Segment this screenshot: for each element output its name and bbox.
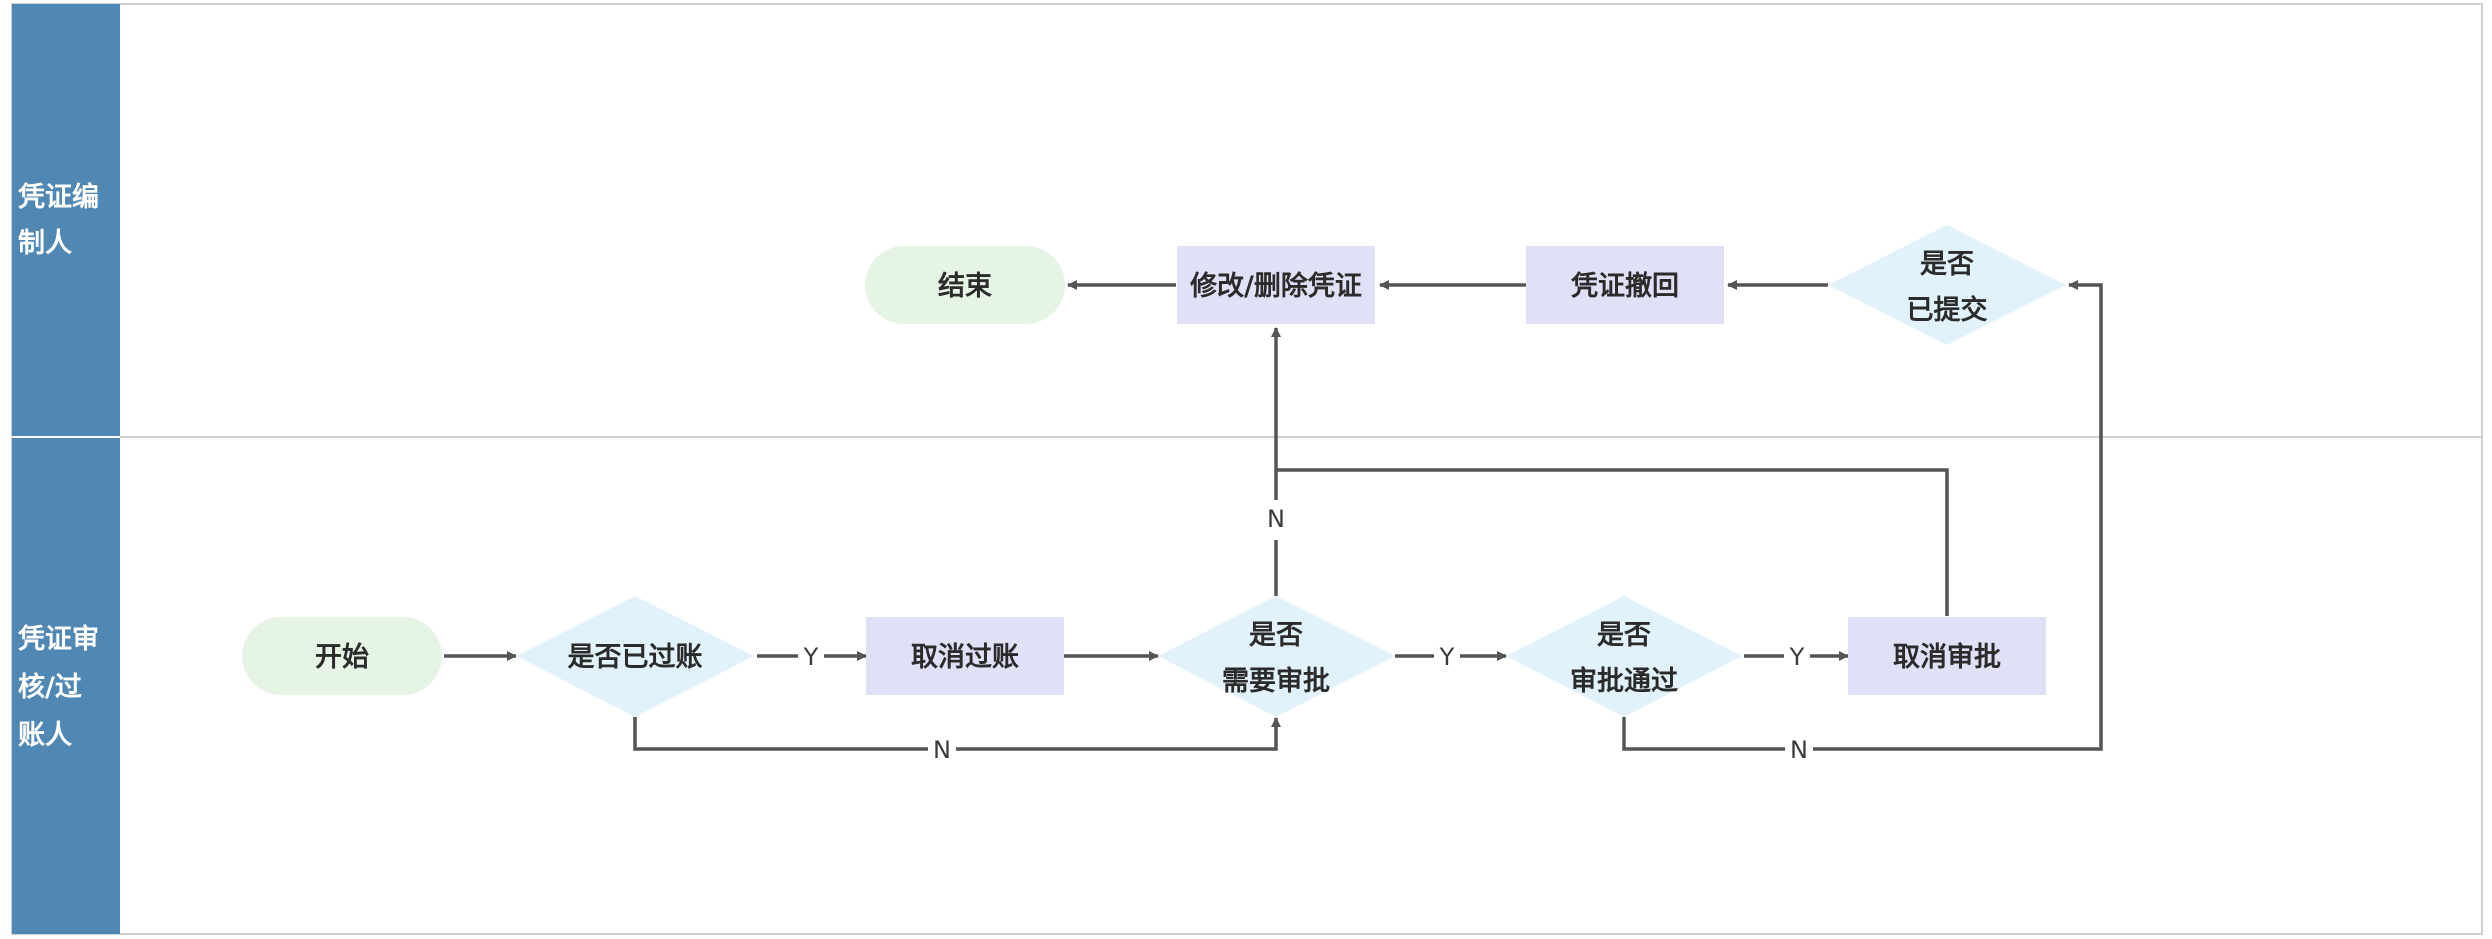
node-label: 已提交	[1907, 294, 1988, 326]
lane-frame	[11, 3, 2483, 935]
edge-label-bg	[928, 733, 956, 765]
node-label: 结束	[938, 271, 992, 302]
edge-label-yes: Y	[1789, 643, 1805, 671]
edge-approved-no	[1622, 280, 2103, 751]
edge-label-no: N	[1267, 505, 1285, 533]
node-process-withdraw: 凭证撤回	[1526, 246, 1724, 324]
edge-label-bg	[1784, 640, 1810, 672]
edge-label-bg	[1262, 500, 1290, 540]
lane-label-line: 账人	[18, 720, 72, 751]
lane-header-voucher-creator	[12, 4, 120, 437]
edge-label-yes: Y	[1439, 643, 1455, 671]
lane-header-voucher-auditor	[12, 437, 120, 934]
node-decision-need-approval: 是否 需要审批	[1158, 596, 1395, 717]
node-process-modify-delete: 修改/删除凭证	[1177, 246, 1375, 324]
node-decision-submitted: 是否 已提交	[1828, 225, 2066, 345]
node-process-cancel-approval: 取消审批	[1848, 617, 2046, 695]
node-label: 是否	[1920, 249, 1974, 280]
node-decision-approved: 是否 审批通过	[1506, 596, 1742, 717]
lane-label-voucher-creator: 凭证编 制人	[17, 181, 99, 259]
edge-label-bg	[1785, 733, 1813, 765]
edge-label-bg	[798, 640, 824, 672]
node-start: 开始	[242, 617, 442, 695]
node-process-cancel-posting: 取消过账	[866, 617, 1064, 695]
edge-label-yes: Y	[803, 643, 819, 671]
edge-label-no: N	[933, 736, 951, 764]
node-label: 开始	[315, 641, 369, 673]
edge-label-no: N	[1790, 736, 1808, 764]
edge-cancel-approval-to-modify	[1276, 468, 1949, 616]
node-label: 修改/删除凭证	[1189, 270, 1362, 302]
node-end: 结束	[865, 246, 1065, 324]
lane-label-line: 凭证编	[17, 181, 99, 213]
lane-label-line: 核/过	[18, 671, 82, 703]
node-label: 取消过账	[911, 642, 1019, 673]
node-label: 凭证撤回	[1570, 270, 1679, 302]
edge-labels: Y Y Y N N N	[798, 500, 1813, 765]
lane-label-line: 制人	[18, 228, 72, 259]
node-label: 是否	[1249, 620, 1303, 651]
lane-label-line: 凭证审	[17, 623, 99, 655]
node-label: 取消审批	[1893, 641, 2001, 673]
node-label: 是否已过账	[568, 642, 703, 673]
node-label: 审批通过	[1570, 665, 1678, 697]
node-label: 需要审批	[1222, 665, 1330, 697]
node-label: 是否	[1597, 620, 1651, 651]
edge-label-bg	[1434, 640, 1460, 672]
lane-label-voucher-auditor: 凭证审 核/过 账人	[17, 623, 99, 751]
node-decision-is-posted: 是否已过账	[516, 596, 754, 717]
